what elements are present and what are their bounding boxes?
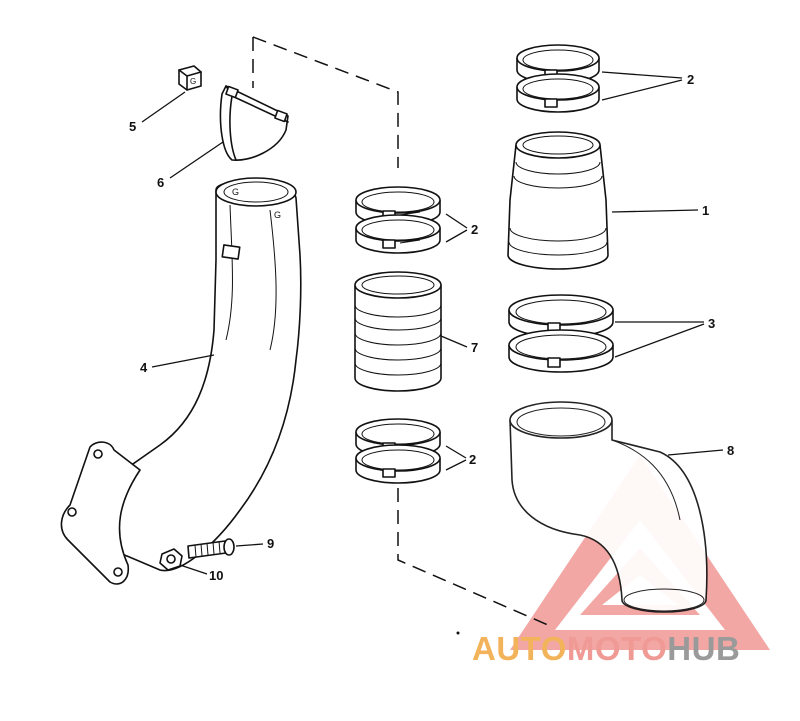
part-2-clamps-middle-bottom [355,418,441,484]
watermark-auto: AUTO [472,630,567,667]
part-4-mark-side: G [274,210,281,220]
watermark-moto: MOTO [566,630,668,667]
callout-2-middle-bottom: 2 [469,452,476,467]
speck-dot [456,631,460,635]
part-5-mark: G [190,77,196,86]
part-3-clamps [508,294,614,373]
part-5-clip: G [178,65,202,91]
part-7-bellows-hose [354,271,442,392]
part-6-cap [219,85,289,161]
callout-5: 5 [129,119,136,134]
callout-7: 7 [471,340,478,355]
callout-8: 8 [727,443,734,458]
part-10-washer [159,548,183,571]
part-8-lower-elbow [509,401,708,613]
leader-lines [141,71,724,575]
watermark-hub: HUB [667,630,741,667]
part-1-bellows-hose [507,131,609,270]
callout-10: 10 [209,568,223,583]
callout-2-right-top: 2 [687,72,694,87]
part-4-mark-top: G [232,187,239,197]
watermark-text: AUTOMOTOHUB [472,632,740,665]
callout-6: 6 [157,175,164,190]
part-4-exhaust-elbow: G G [60,177,302,585]
callout-1: 1 [702,203,709,218]
callout-labels: 5 6 4 2 7 2 2 1 3 8 9 10 [129,72,734,583]
callout-3: 3 [708,316,715,331]
assembly-dashed-line [252,36,549,626]
part-2-clamps-middle-top [355,186,441,254]
callout-2-middle-top: 2 [471,222,478,237]
callout-9: 9 [267,536,274,551]
part-9-bolt [187,538,235,559]
callout-4: 4 [140,360,148,375]
part-2-clamps-right-top [516,44,600,113]
